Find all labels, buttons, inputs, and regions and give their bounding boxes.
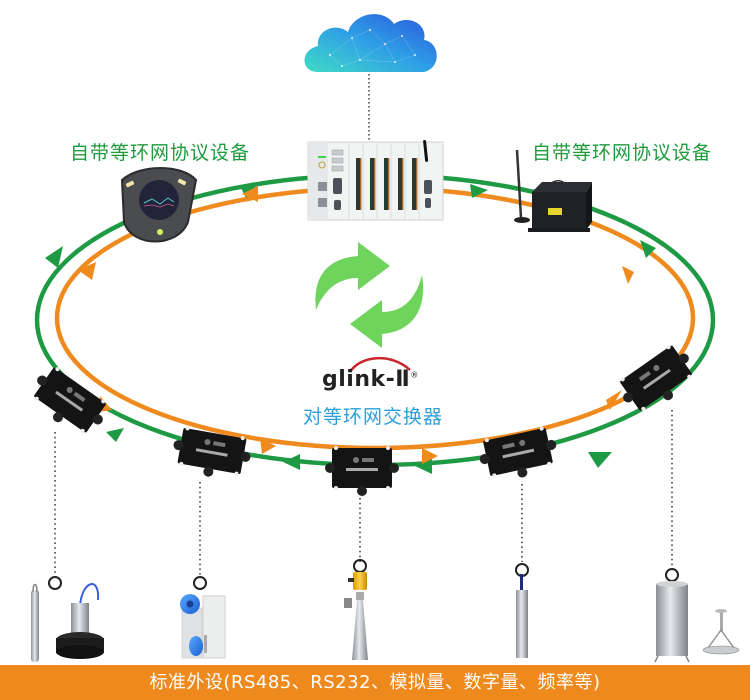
switch-title: 对等环网交换器 (303, 406, 444, 428)
brand-swoosh-icon (348, 356, 411, 373)
connector-rings (48, 559, 679, 590)
arrow-icon (242, 186, 258, 202)
brand-logo: glink-Ⅱ® (322, 367, 419, 392)
cylinder-sensor-icon (516, 574, 528, 658)
arrow-icon (622, 266, 634, 284)
connector-ring-icon (48, 576, 62, 590)
ring-switch-4 (479, 426, 557, 478)
arrow-icon (606, 390, 622, 410)
arrow-icon (415, 458, 432, 474)
drop-lines (54, 410, 673, 580)
peripherals-footer-bar: 标准外设(RS485、RS232、模拟量、数字量、频率等) (0, 665, 750, 700)
right-device-label: 自带等环网协议设备 (532, 142, 713, 164)
rain-gauge-icon (654, 581, 740, 663)
flow-meter-icon (180, 594, 226, 659)
arrow-icon (588, 452, 612, 468)
sync-arrows-icon (315, 242, 424, 348)
plc-controller-icon (307, 139, 444, 221)
handheld-terminal-icon (120, 167, 198, 243)
connector-ring-icon (665, 568, 679, 582)
arrow-icon (283, 454, 300, 470)
left-device-label: 自带等环网协议设备 (70, 142, 251, 164)
arrow-icon (106, 428, 124, 442)
arrow-icon (45, 246, 63, 268)
arrow-icon (78, 262, 96, 280)
arrow-icon (422, 448, 438, 464)
probe-sensor-icon (31, 583, 104, 662)
ring-switch-2 (173, 426, 251, 477)
radar-level-icon (344, 572, 368, 660)
ring-switch-5 (620, 345, 692, 411)
arrow-icon (470, 184, 488, 198)
arrow-icon (260, 438, 276, 454)
ring-switch-1 (34, 367, 106, 433)
connector-ring-icon (193, 576, 207, 590)
ring-switch-3 (325, 446, 399, 496)
brand-name: glink-Ⅱ (322, 367, 411, 392)
registered-mark: ® (410, 370, 419, 380)
cloud-icon (304, 14, 437, 73)
arrow-icon (640, 240, 656, 258)
rtu-box-with-antenna-icon (514, 149, 592, 232)
